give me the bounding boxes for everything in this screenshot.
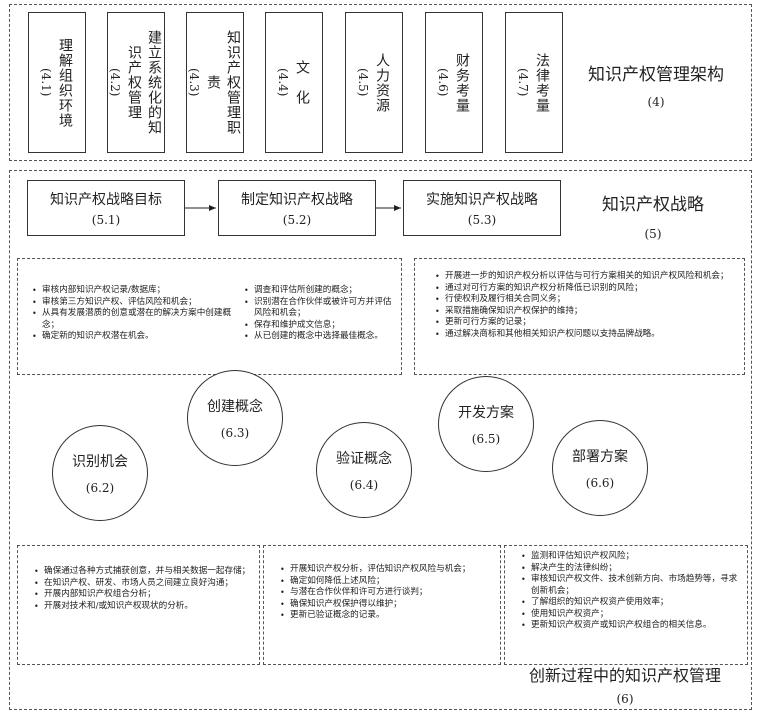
circle-code: (6.3) <box>220 426 250 440</box>
bullet-item: 开展知识产权分析，评估知识产权风险与机会； <box>280 564 496 576</box>
bullet-item: 更新知识产权资产或知识产权组合的相关信息。 <box>521 620 743 632</box>
strategy-step-label: 实施知识产权战略 <box>426 192 538 208</box>
strategy-step-code: (5.3) <box>467 213 497 227</box>
framework-box-4-4: 文 化 (4.4) <box>265 12 323 153</box>
deploy-solution-notes: 监测和评估知识产权风险；解决产生的法律纠纷；审核知识产权文件、技术创新方向、市场… <box>504 545 748 665</box>
ip-framework-code: (4) <box>647 95 665 109</box>
circle-code: (6.5) <box>471 432 501 446</box>
framework-box-label: 建立系统化的知识产权管理 <box>126 30 162 135</box>
framework-box-label: 知识产权管理职责 <box>205 30 241 135</box>
bullet-item: 解决产生的法律纠纷； <box>521 563 743 575</box>
circle-code: (6.2) <box>85 481 115 495</box>
framework-box-code: (4.2) <box>108 68 122 97</box>
bullet-item: 在知识产权、研发、市场人员之间建立良好沟通； <box>34 578 252 590</box>
innovation-ip-code: (6) <box>616 692 634 706</box>
circle-label: 验证概念 <box>336 451 392 467</box>
bullet-item: 确保通过各种方式捕获创意，并与相关数据一起存储； <box>34 566 252 578</box>
create-concept-notes-col1: 审核内部知识产权记录/数据库；审核第三方知识产权、评估风险和机会；从具有发展潜质… <box>28 285 233 343</box>
ip-strategy-section <box>9 170 752 710</box>
bullet-item: 通过对可行方案的知识产权分析降低已识别的风险； <box>435 283 731 295</box>
bullet-item: 通过解决商标和其他相关知识产权问题以支持品牌战略。 <box>435 329 731 341</box>
create-concept-notes: 审核内部知识产权记录/数据库；审核第三方知识产权、评估风险和机会；从具有发展潜质… <box>17 258 402 375</box>
ip-framework-title-text: 知识产权管理架构 <box>588 65 724 85</box>
ip-framework-title: 知识产权管理架构 (4) <box>576 60 736 109</box>
framework-box-code: (4.1) <box>39 68 53 97</box>
bullet-item: 确保知识产权保护得以维护； <box>280 599 496 611</box>
bullet-item: 审核知识产权文件、技术创新方向、市场趋势等，寻求创新机会； <box>521 574 743 597</box>
framework-box-4-5: 人力资源 (4.5) <box>345 12 403 153</box>
strategy-step-code: (5.2) <box>282 213 312 227</box>
bullet-item: 审核内部知识产权记录/数据库； <box>32 285 233 297</box>
framework-box-label: 理解组织环境 <box>57 37 73 128</box>
bullet-item: 与潜在合作伙伴和许可方进行谈判； <box>280 587 496 599</box>
bullet-item: 从已创建的概念中选择最佳概念。 <box>244 331 400 343</box>
bullet-item: 确定新的知识产权潜在机会。 <box>32 331 233 343</box>
strategy-step-label: 知识产权战略目标 <box>50 192 162 208</box>
innovation-ip-title: 创新过程中的知识产权管理 (6) <box>505 662 745 706</box>
strategy-step-5-2: 制定知识产权战略 (5.2) <box>218 180 376 236</box>
framework-box-4-1: 理解组织环境 (4.1) <box>28 12 86 153</box>
validate-concept-notes-list: 开展知识产权分析，评估知识产权风险与机会；确定如何降低上述风险；与潜在合作伙伴和… <box>276 564 496 622</box>
bullet-item: 使用知识产权资产； <box>521 609 743 621</box>
ip-framework-section <box>9 4 752 161</box>
framework-box-4-6: 财务考量 (4.6) <box>425 12 483 153</box>
bullet-item: 开展对技术和/或知识产权现状的分析。 <box>34 601 252 613</box>
bullet-item: 审核第三方知识产权、评估风险和机会； <box>32 297 233 309</box>
strategy-step-label: 制定知识产权战略 <box>241 192 353 208</box>
bullet-item: 开展内部知识产权组合分析； <box>34 589 252 601</box>
circle-create-concept: 创建概念 (6.3) <box>187 370 283 466</box>
strategy-step-5-1: 知识产权战略目标 (5.1) <box>27 180 185 236</box>
bullet-item: 采取措施确保知识产权保护的维持； <box>435 306 731 318</box>
bullet-item: 识别潜在合作伙伴或被许可方并评估风险和机会； <box>244 297 400 320</box>
framework-box-code: (4.4) <box>276 68 290 97</box>
innovation-ip-title-text: 创新过程中的知识产权管理 <box>528 666 721 685</box>
bullet-item: 更新已验证概念的记录。 <box>280 610 496 622</box>
framework-box-code: (4.7) <box>516 68 530 97</box>
circle-label: 识别机会 <box>72 454 128 470</box>
bullet-item: 确定如何降低上述风险； <box>280 576 496 588</box>
circle-label: 部署方案 <box>572 449 628 465</box>
circle-label: 创建概念 <box>207 399 263 415</box>
circle-code: (6.6) <box>585 476 615 490</box>
framework-box-label: 法律考量 <box>534 52 550 113</box>
circle-develop-solution: 开发方案 (6.5) <box>438 376 534 472</box>
validate-concept-notes: 开展知识产权分析，评估知识产权风险与机会；确定如何降低上述风险；与潜在合作伙伴和… <box>263 545 501 665</box>
framework-box-4-3: 知识产权管理职责 (4.3) <box>186 12 244 153</box>
strategy-step-code: (5.1) <box>91 213 121 227</box>
circle-validate-concept: 验证概念 (6.4) <box>316 422 412 518</box>
bullet-item: 了解组织的知识产权资产使用效率； <box>521 597 743 609</box>
bullet-item: 调查和评估所创建的概念； <box>244 285 400 297</box>
deploy-solution-notes-list: 监测和评估知识产权风险；解决产生的法律纠纷；审核知识产权文件、技术创新方向、市场… <box>517 551 743 632</box>
framework-box-4-7: 法律考量 (4.7) <box>505 12 563 153</box>
framework-box-code: (4.5) <box>356 68 370 97</box>
bullet-item: 监测和评估知识产权风险； <box>521 551 743 563</box>
framework-box-4-2: 建立系统化的知识产权管理 (4.2) <box>107 12 165 153</box>
bullet-item: 更新可行方案的记录； <box>435 317 731 329</box>
create-concept-notes-col2: 调查和评估所创建的概念；识别潜在合作伙伴或被许可方并评估风险和机会；保存和维护成… <box>240 285 400 343</box>
framework-box-label: 人力资源 <box>374 52 390 113</box>
framework-box-label: 财务考量 <box>454 52 470 113</box>
circle-code: (6.4) <box>349 478 379 492</box>
ip-strategy-code: (5) <box>644 227 662 241</box>
strategy-step-5-3: 实施知识产权战略 (5.3) <box>403 180 561 236</box>
bullet-item: 行使权利及履行相关合同义务； <box>435 294 731 306</box>
framework-box-label: 文 化 <box>294 60 310 105</box>
ip-strategy-title-text: 知识产权战略 <box>602 195 704 215</box>
develop-solution-notes: 开展进一步的知识产权分析以评估与可行方案相关的知识产权风险和机会；通过对可行方案… <box>414 258 745 375</box>
circle-deploy-solution: 部署方案 (6.6) <box>552 420 648 516</box>
circle-identify-opportunity: 识别机会 (6.2) <box>52 425 148 521</box>
framework-box-code: (4.6) <box>436 68 450 97</box>
bullet-item: 从具有发展潜质的创意或潜在的解决方案中创建概念； <box>32 308 233 331</box>
bullet-item: 开展进一步的知识产权分析以评估与可行方案相关的知识产权风险和机会； <box>435 271 731 283</box>
identify-opportunity-notes-list: 确保通过各种方式捕获创意，并与相关数据一起存储；在知识产权、研发、市场人员之间建… <box>30 566 252 612</box>
strategy-arrows <box>185 205 401 211</box>
identify-opportunity-notes: 确保通过各种方式捕获创意，并与相关数据一起存储；在知识产权、研发、市场人员之间建… <box>17 545 260 665</box>
circle-label: 开发方案 <box>458 405 514 421</box>
framework-box-code: (4.3) <box>187 68 201 97</box>
bullet-item: 保存和维护成文信息； <box>244 320 400 332</box>
ip-strategy-title: 知识产权战略 (5) <box>578 190 728 241</box>
develop-solution-notes-list: 开展进一步的知识产权分析以评估与可行方案相关的知识产权风险和机会；通过对可行方案… <box>431 271 731 340</box>
